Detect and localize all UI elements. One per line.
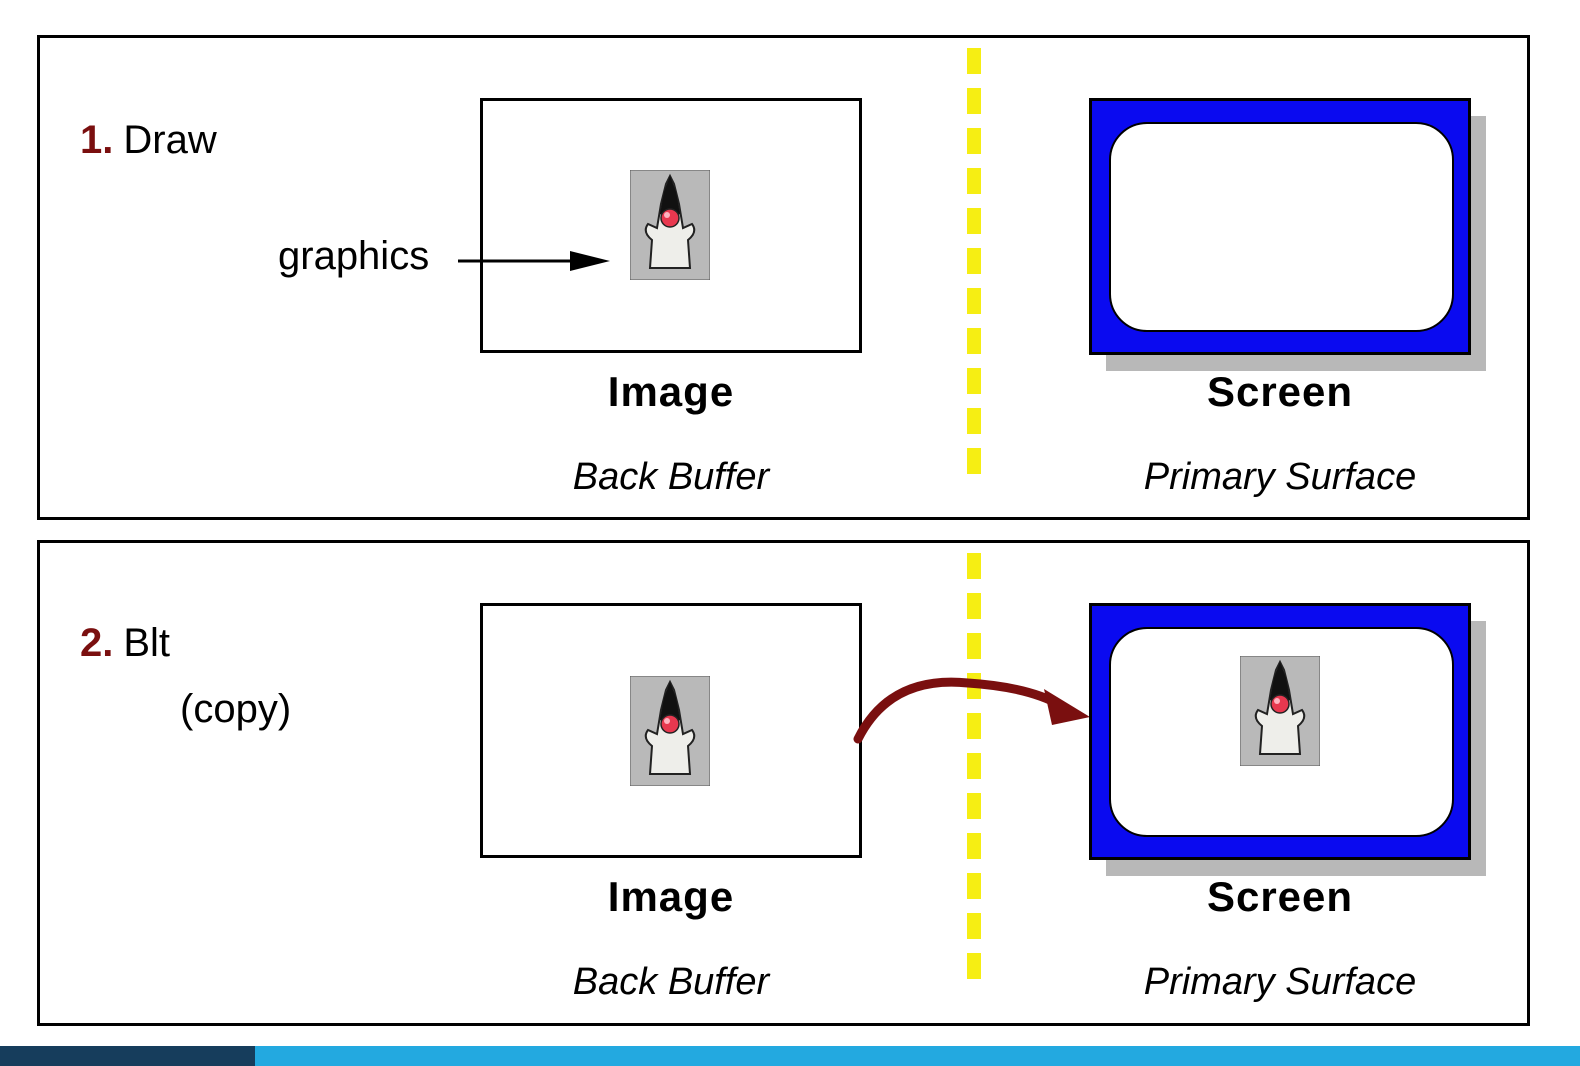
draw-arrow bbox=[458, 251, 610, 271]
image-label: Image bbox=[607, 368, 735, 415]
back-buffer-box bbox=[480, 98, 862, 353]
screen-frame bbox=[1089, 603, 1471, 860]
divider-line bbox=[967, 553, 981, 993]
step-number: 1. bbox=[80, 118, 114, 162]
step-label: Draw bbox=[123, 118, 217, 162]
back-buffer-box bbox=[480, 603, 862, 858]
screen-display bbox=[1109, 627, 1454, 837]
duke-mascot-icon bbox=[630, 676, 710, 786]
divider-line bbox=[967, 48, 981, 487]
back-buffer-label: Back Buffer bbox=[572, 456, 770, 498]
duke-mascot-icon bbox=[630, 170, 710, 280]
graphics-label: graphics bbox=[278, 234, 430, 278]
primary-surface-label: Primary Surface bbox=[1143, 456, 1417, 498]
duke-mascot-icon bbox=[1240, 656, 1320, 766]
step-label: Blt bbox=[123, 621, 171, 665]
back-buffer-label: Back Buffer bbox=[572, 961, 770, 1003]
screen-label: Screen bbox=[1206, 368, 1354, 415]
step-sublabel: (copy) bbox=[180, 687, 292, 731]
panel-draw: 1.Draw graphics Image Back Buffer Screen… bbox=[37, 35, 1530, 520]
step-title: 2.Blt (copy) bbox=[80, 621, 291, 729]
panel-blt: 2.Blt (copy) Image Back Buffer Screen Pr… bbox=[37, 540, 1530, 1026]
screen-label: Screen bbox=[1206, 873, 1354, 920]
bottom-bar bbox=[0, 1046, 1580, 1066]
image-label: Image bbox=[607, 873, 735, 920]
screen-display bbox=[1109, 122, 1454, 332]
step-number: 2. bbox=[80, 621, 114, 665]
primary-surface-label: Primary Surface bbox=[1143, 961, 1417, 1003]
bottom-bar-accent bbox=[0, 1046, 255, 1066]
step-title: 1.Draw bbox=[80, 120, 217, 160]
blt-copy-arrow bbox=[853, 677, 1090, 744]
screen-frame bbox=[1089, 98, 1471, 355]
